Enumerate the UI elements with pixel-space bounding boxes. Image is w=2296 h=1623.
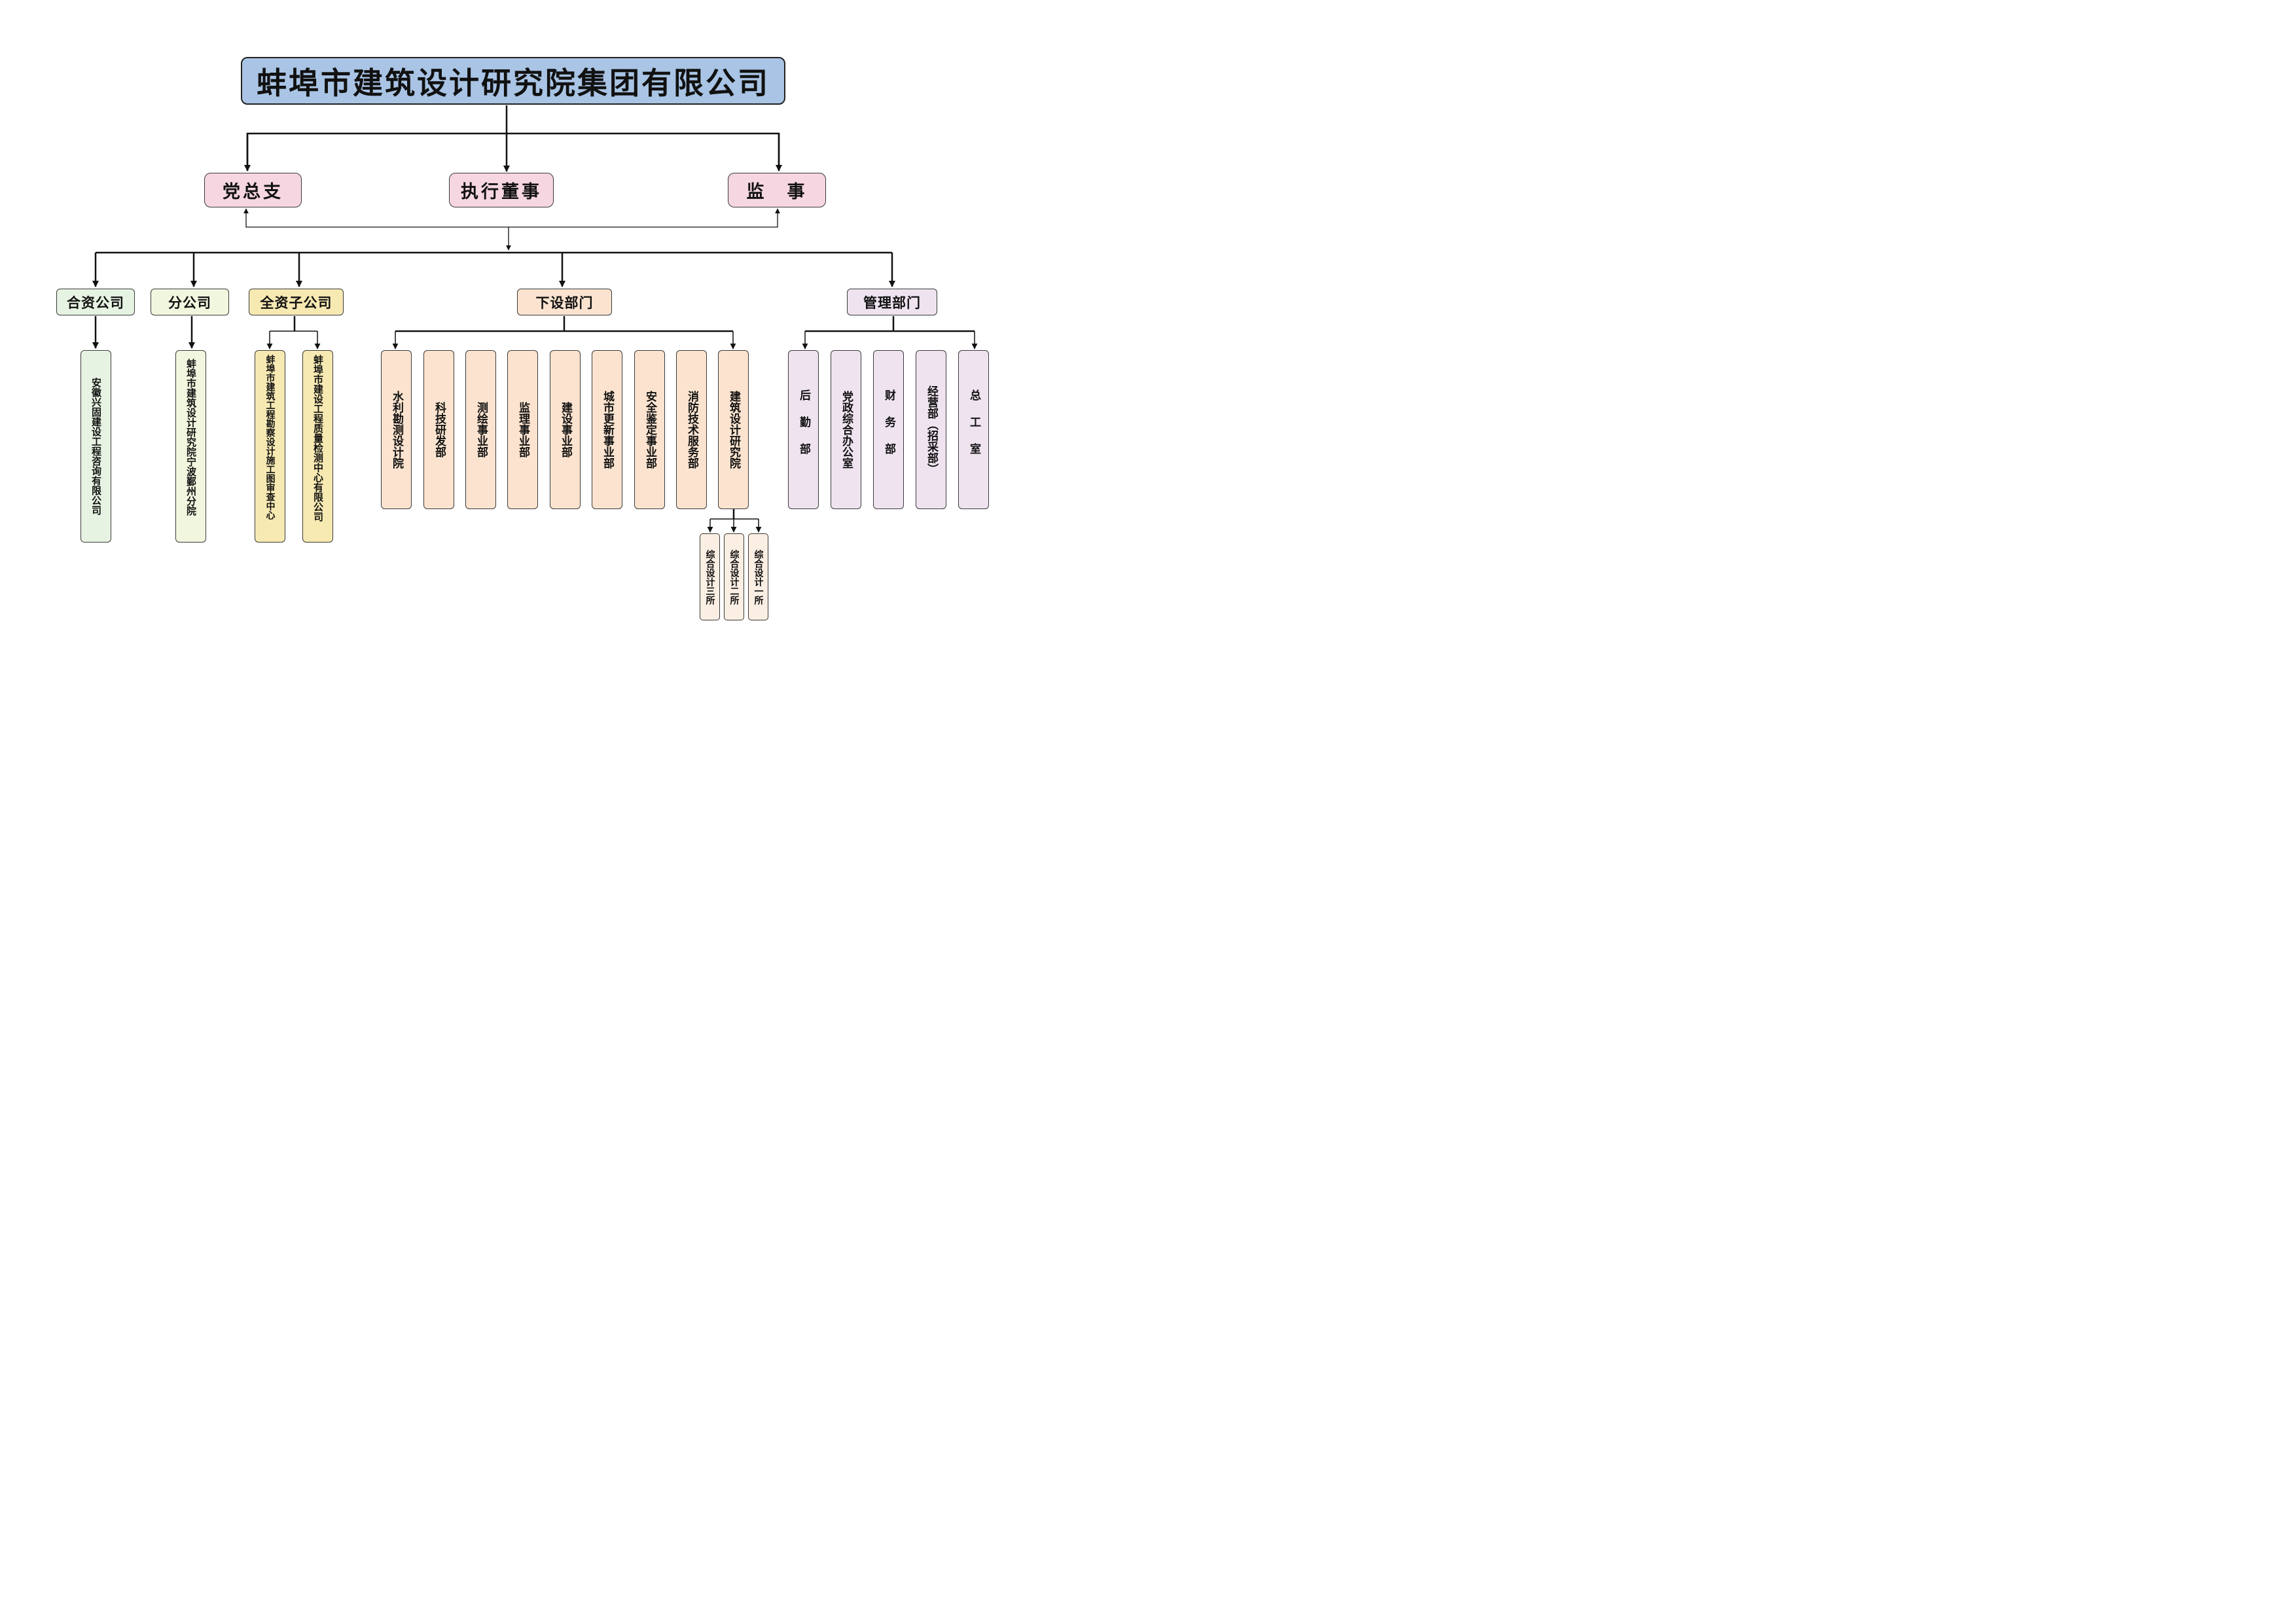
leaf-review-center: 蚌埠市建筑工程勘察设计施工图审查中心 [255, 350, 285, 543]
sub-design-office-2-label: 综合设计二所 [728, 549, 740, 605]
category-branch: 分公司 [151, 289, 229, 315]
category-departments-label: 下设部门 [535, 294, 594, 311]
party-branch-label: 党总支 [223, 182, 283, 202]
category-management-label: 管理部门 [863, 294, 921, 311]
dept-tech-rd-label: 科技研发部 [433, 402, 446, 457]
supervisor-label: 监 事 [746, 182, 808, 202]
category-management: 管理部门 [847, 289, 937, 315]
sub-design-office-3-label: 综合设计三所 [704, 549, 715, 605]
dept-tech-rd: 科技研发部 [423, 350, 454, 509]
dept-architecture-institute-label: 建筑设计研究院 [727, 391, 740, 469]
leaf-branch-office: 蚌埠市建筑设计研究院宁波鄞州分院 [175, 350, 206, 543]
mgmt-logistics-label: 后勤部 [797, 389, 810, 470]
leaf-branch-office-label: 蚌埠市建筑设计研究院宁波鄞州分院 [185, 359, 197, 516]
dept-fire-services-label: 消防技术服务部 [685, 391, 698, 469]
category-joint-venture: 合资公司 [56, 289, 135, 315]
connector-lower-bracket [243, 208, 780, 228]
connector-lines [92, 105, 978, 533]
dept-safety-appraisal: 安全鉴定事业部 [634, 350, 665, 509]
mgmt-business: 经营部（招采部） [916, 350, 946, 509]
dept-fire-services: 消防技术服务部 [676, 350, 707, 509]
dept-supervision-label: 监理事业部 [516, 402, 529, 457]
category-branch-label: 分公司 [168, 294, 211, 311]
mgmt-finance-label: 财务部 [882, 389, 895, 470]
executive-director-label: 执行董事 [461, 182, 542, 202]
party-branch-node: 党总支 [204, 173, 302, 207]
dept-water-survey-label: 水利勘测设计院 [390, 391, 403, 469]
leaf-testing-center: 蚌埠市建设工程质量检测中心有限公司 [302, 350, 333, 543]
leaf-jv-company: 安徽兴固建设工程咨询有限公司 [81, 350, 111, 543]
mgmt-business-label: 经营部（招采部） [925, 385, 938, 474]
category-subsidiary: 全资子公司 [249, 289, 344, 315]
org-title-text: 蚌埠市建筑设计研究院集团有限公司 [257, 65, 770, 101]
supervisor-node: 监 事 [728, 173, 826, 207]
dept-surveying-label: 测绘事业部 [475, 402, 488, 457]
leaf-jv-company-label: 安徽兴固建设工程咨询有限公司 [90, 378, 102, 515]
dept-urban-renewal-label: 城市更新事业部 [601, 391, 614, 469]
dept-safety-appraisal-label: 安全鉴定事业部 [643, 391, 656, 469]
sub-design-office-2: 综合设计二所 [724, 533, 744, 620]
org-title: 蚌埠市建筑设计研究院集团有限公司 [241, 57, 785, 105]
sub-design-office-1-label: 综合设计一所 [753, 549, 764, 605]
mgmt-chief-engineer: 总工室 [958, 350, 989, 509]
mgmt-admin-office: 党政综合办公室 [831, 350, 861, 509]
category-subsidiary-label: 全资子公司 [260, 294, 332, 311]
category-departments: 下设部门 [517, 289, 612, 315]
leaf-testing-center-label: 蚌埠市建设工程质量检测中心有限公司 [312, 355, 324, 522]
dept-supervision: 监理事业部 [507, 350, 538, 509]
executive-director-node: 执行董事 [449, 173, 554, 207]
sub-design-office-3: 综合设计三所 [700, 533, 720, 620]
dept-construction: 建设事业部 [550, 350, 581, 509]
dept-construction-label: 建设事业部 [559, 402, 572, 457]
leaf-review-center-label: 蚌埠市建筑工程勘察设计施工图审查中心 [264, 355, 276, 520]
sub-design-office-1: 综合设计一所 [748, 533, 768, 620]
dept-surveying: 测绘事业部 [465, 350, 496, 509]
mgmt-chief-engineer-label: 总工室 [967, 389, 980, 470]
mgmt-logistics: 后勤部 [788, 350, 819, 509]
connector-level1-bar [246, 132, 780, 171]
mgmt-admin-office-label: 党政综合办公室 [840, 391, 853, 469]
dept-water-survey: 水利勘测设计院 [381, 350, 412, 509]
dept-architecture-institute: 建筑设计研究院 [718, 350, 749, 509]
mgmt-finance: 财务部 [873, 350, 904, 509]
dept-urban-renewal: 城市更新事业部 [592, 350, 622, 509]
category-joint-venture-label: 合资公司 [67, 294, 124, 311]
